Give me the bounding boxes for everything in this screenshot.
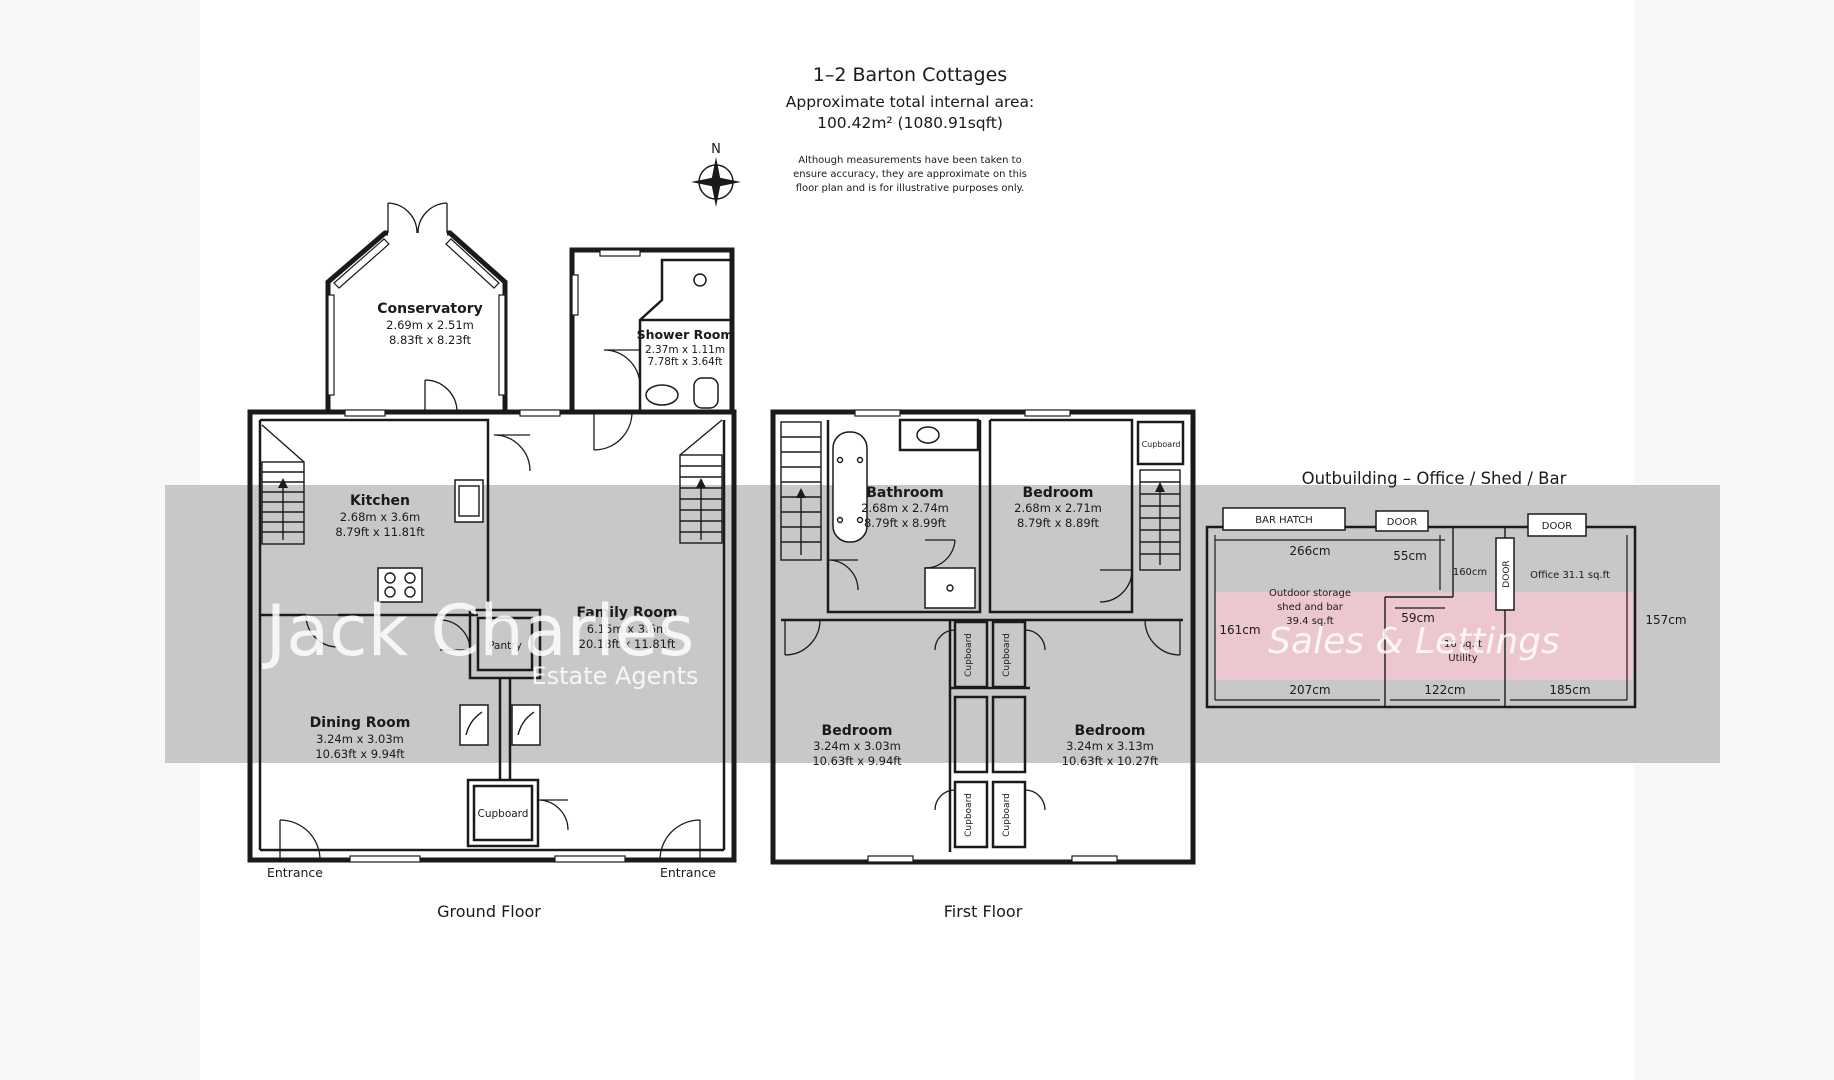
bedroom-1-imperial: 8.79ft x 8.89ft <box>1017 516 1100 530</box>
hob-icon <box>377 567 423 603</box>
bedroom-1-name: Bedroom <box>1023 485 1094 501</box>
bathroom-name: Bathroom <box>866 485 944 501</box>
utility-name: Utility <box>1448 653 1477 664</box>
first-floor-stairs-right <box>1139 469 1181 571</box>
first-cupboard-top-label: Cupboard <box>1142 440 1181 449</box>
first-cupboard-label-3: Cupboard <box>964 793 974 837</box>
utility-area: 16 sq.ft <box>1444 639 1482 650</box>
watermark-brand: Jack Charles <box>262 590 695 672</box>
door-3-label: DOOR <box>1502 560 1512 587</box>
door-1-box <box>1375 510 1429 532</box>
first-floor-stairs-left <box>780 421 822 561</box>
ground-cupboard-walls <box>466 778 540 848</box>
entrance-left-label: Entrance <box>267 865 323 880</box>
watermark-sub: Estate Agents <box>531 662 698 690</box>
outbuilding-title: Outbuilding – Office / Shed / Bar <box>1302 469 1567 488</box>
kitchen-metric: 2.68m x 3.6m <box>340 510 420 524</box>
disclaimer-line-3: floor plan and is for illustrative purpo… <box>796 183 1025 194</box>
dim-161: 161cm <box>1219 623 1260 637</box>
first-cupboard-label-4: Cupboard <box>1002 793 1012 837</box>
storage-line-3: 39.4 sq.ft <box>1286 616 1334 627</box>
family-room-name: Family Room <box>577 605 678 621</box>
watermark-tag: Sales & Lettings <box>1268 621 1560 662</box>
bedroom-1-metric: 2.68m x 2.71m <box>1014 501 1102 515</box>
dim-55: 55cm <box>1393 549 1427 563</box>
bar-hatch-box <box>1222 507 1346 531</box>
conservatory-name: Conservatory <box>377 301 483 317</box>
family-room-stairs <box>679 419 723 544</box>
first-cupboard-label-2: Cupboard <box>1002 633 1012 677</box>
door-2-box <box>1527 513 1587 537</box>
storage-line-1: Outdoor storage <box>1269 588 1351 599</box>
compass-icon: N <box>691 142 741 207</box>
entrance-right-label: Entrance <box>660 865 716 880</box>
bar-hatch-label: BAR HATCH <box>1255 515 1312 526</box>
pink-highlight <box>1215 592 1633 680</box>
office-label: Office 31.1 sq.ft <box>1530 570 1610 581</box>
bedroom-2-name: Bedroom <box>822 723 893 739</box>
shower-tray-icon <box>924 567 976 609</box>
storage-line-2: shed and bar <box>1277 602 1344 613</box>
conservatory-imperial: 8.83ft x 8.23ft <box>389 333 472 347</box>
agent-watermark: Jack Charles Estate Agents Sales & Letti… <box>262 590 1560 690</box>
bedroom-3-name: Bedroom <box>1075 723 1146 739</box>
door-3-box <box>1495 537 1515 611</box>
shower-room-imperial: 7.78ft x 3.64ft <box>648 356 723 368</box>
family-room-imperial: 20.18ft x 11.81ft <box>579 637 676 651</box>
bathroom-metric: 2.68m x 2.74m <box>861 501 949 515</box>
first-floor-plan: Cupboard <box>770 409 1196 921</box>
dim-59: 59cm <box>1401 611 1435 625</box>
ground-floor-title: Ground Floor <box>437 902 541 921</box>
kitchen-imperial: 8.79ft x 11.81ft <box>335 525 425 539</box>
area-value: 100.42m² (1080.91sqft) <box>817 114 1003 132</box>
fireplace-icon <box>459 704 541 746</box>
first-cupboard-label-1: Cupboard <box>964 633 974 677</box>
conservatory-metric: 2.69m x 2.51m <box>386 318 474 332</box>
disclaimer-line-1: Although measurements have been taken to <box>798 155 1021 166</box>
kitchen-stairs <box>261 424 305 545</box>
ground-floor-plan: Conservatory 2.69m x 2.51m 8.83ft x 8.23… <box>247 202 737 921</box>
kitchen-name: Kitchen <box>350 493 410 509</box>
compass-north-label: N <box>711 142 721 157</box>
dim-157: 157cm <box>1645 613 1686 627</box>
door-2-label: DOOR <box>1542 521 1572 532</box>
door-1-label: DOOR <box>1387 517 1417 528</box>
first-floor-walls <box>770 409 1196 865</box>
bathroom-imperial: 8.79ft x 8.99ft <box>864 516 947 530</box>
dim-122: 122cm <box>1424 683 1465 697</box>
area-label: Approximate total internal area: <box>786 93 1035 111</box>
pantry-name: Pantry <box>488 640 522 652</box>
bedroom-2-imperial: 10.63ft x 9.94ft <box>812 754 902 768</box>
ground-floor-walls <box>247 409 737 863</box>
shower-room-metric: 2.37m x 1.11m <box>645 344 725 356</box>
shower-room-name: Shower Room <box>637 327 734 342</box>
dining-room-name: Dining Room <box>310 715 411 731</box>
bedroom-2-metric: 3.24m x 3.03m <box>813 739 901 753</box>
dim-266: 266cm <box>1289 544 1330 558</box>
ground-cupboard-name: Cupboard <box>478 808 529 820</box>
bedroom-3-imperial: 10.63ft x 10.27ft <box>1062 754 1159 768</box>
first-floor-title: First Floor <box>944 902 1023 921</box>
outbuilding-plan: Outbuilding – Office / Shed / Bar BAR HA… <box>1205 469 1687 709</box>
dim-185: 185cm <box>1549 683 1590 697</box>
dining-room-imperial: 10.63ft x 9.94ft <box>315 747 405 761</box>
bathtub-icon <box>832 431 868 543</box>
family-room-metric: 6.15m x 3.6m <box>587 622 667 636</box>
bedroom-3-metric: 3.24m x 3.13m <box>1066 739 1154 753</box>
dim-207: 207cm <box>1289 683 1330 697</box>
dining-room-metric: 3.24m x 3.03m <box>316 732 404 746</box>
dim-160: 160cm <box>1453 567 1487 578</box>
plan-title: 1–2 Barton Cottages <box>813 64 1007 86</box>
disclaimer-line-2: ensure accuracy, they are approximate on… <box>793 169 1027 180</box>
